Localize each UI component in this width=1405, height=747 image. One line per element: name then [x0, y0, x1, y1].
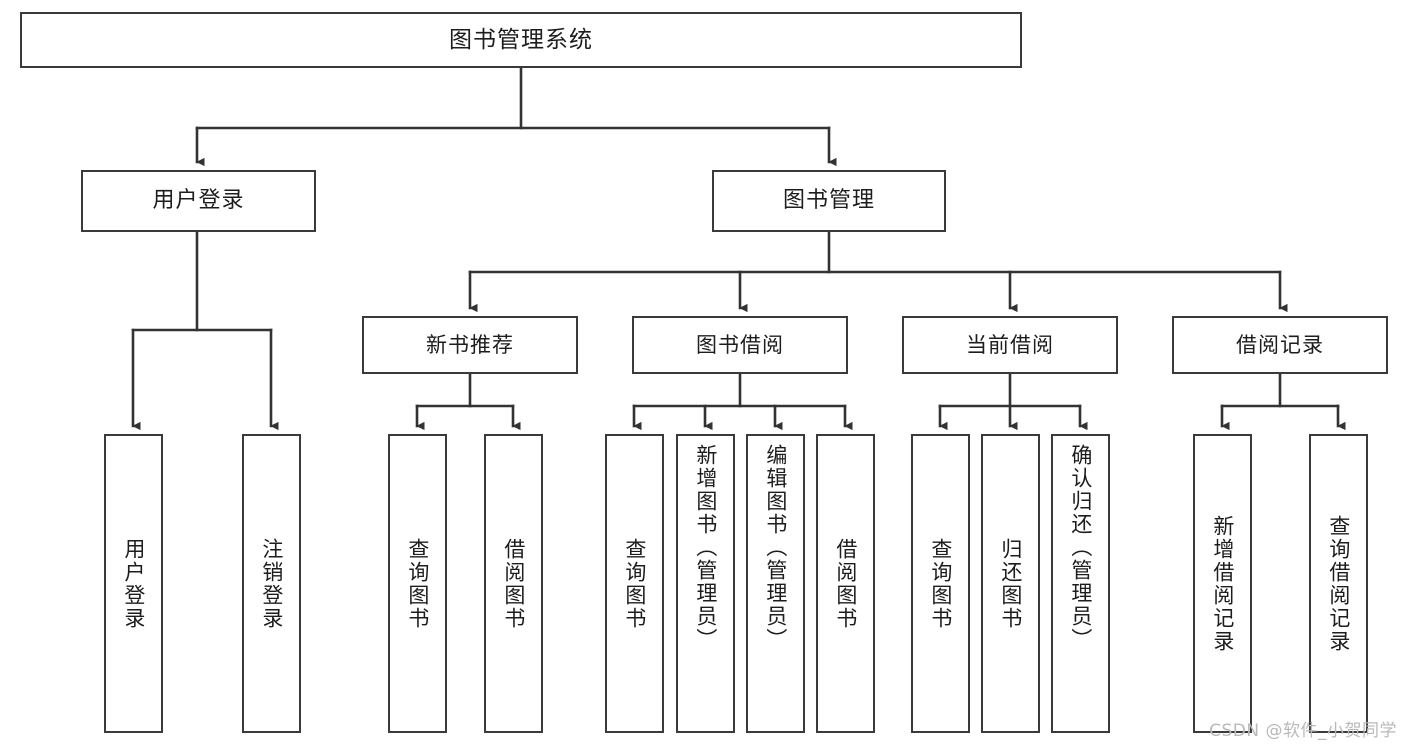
node-label: 借阅记录 — [1236, 332, 1324, 357]
node-label: 查询图书 — [622, 537, 647, 630]
node-label: 新增借阅记录 — [1210, 514, 1235, 653]
leaf-book-borrow-borrow[interactable]: 借阅图书 — [816, 434, 875, 733]
node-label: 确认归还（管理员） — [1068, 444, 1093, 651]
node-label: 新增图书（管理员） — [693, 444, 718, 651]
leaf-book-borrow-query[interactable]: 查询图书 — [605, 434, 664, 733]
leaf-current-borrow-return[interactable]: 归还图书 — [981, 434, 1040, 733]
node-label: 用户登录 — [152, 188, 245, 214]
node-label: 用户登录 — [121, 537, 146, 630]
node-label: 注销登录 — [259, 537, 284, 630]
node-borrow-record[interactable]: 借阅记录 — [1172, 316, 1388, 374]
watermark-text: CSDN @软件_小贺同学 — [1209, 721, 1397, 741]
node-label: 借阅图书 — [833, 537, 858, 630]
node-label: 新书推荐 — [426, 332, 514, 357]
node-label: 图书管理系统 — [449, 26, 593, 53]
leaf-borrow-record-add[interactable]: 新增借阅记录 — [1193, 434, 1252, 733]
node-label: 归还图书 — [998, 537, 1023, 630]
node-label: 编辑图书（管理员） — [763, 444, 788, 651]
node-label: 图书管理 — [782, 188, 875, 214]
leaf-book-borrow-edit[interactable]: 编辑图书（管理员） — [746, 434, 805, 733]
node-label: 查询图书 — [405, 537, 430, 630]
node-label: 查询借阅记录 — [1326, 514, 1351, 653]
leaf-new-book-borrow[interactable]: 借阅图书 — [484, 434, 543, 733]
node-new-book-recommend[interactable]: 新书推荐 — [362, 316, 578, 374]
node-current-borrow[interactable]: 当前借阅 — [902, 316, 1118, 374]
node-label: 当前借阅 — [966, 332, 1054, 357]
node-label: 图书借阅 — [696, 332, 784, 357]
leaf-current-borrow-confirm-return[interactable]: 确认归还（管理员） — [1051, 434, 1110, 733]
leaf-user-login-login[interactable]: 用户登录 — [104, 434, 163, 733]
node-book-borrow[interactable]: 图书借阅 — [632, 316, 848, 374]
node-label: 查询图书 — [928, 537, 953, 630]
leaf-book-borrow-add[interactable]: 新增图书（管理员） — [676, 434, 735, 733]
node-user-login[interactable]: 用户登录 — [81, 170, 316, 232]
node-root-system[interactable]: 图书管理系统 — [20, 12, 1022, 68]
leaf-current-borrow-query[interactable]: 查询图书 — [911, 434, 970, 733]
leaf-user-login-logout[interactable]: 注销登录 — [242, 434, 301, 733]
node-label: 借阅图书 — [501, 537, 526, 630]
node-book-management[interactable]: 图书管理 — [712, 170, 946, 232]
leaf-borrow-record-query[interactable]: 查询借阅记录 — [1309, 434, 1368, 733]
leaf-new-book-query[interactable]: 查询图书 — [388, 434, 447, 733]
